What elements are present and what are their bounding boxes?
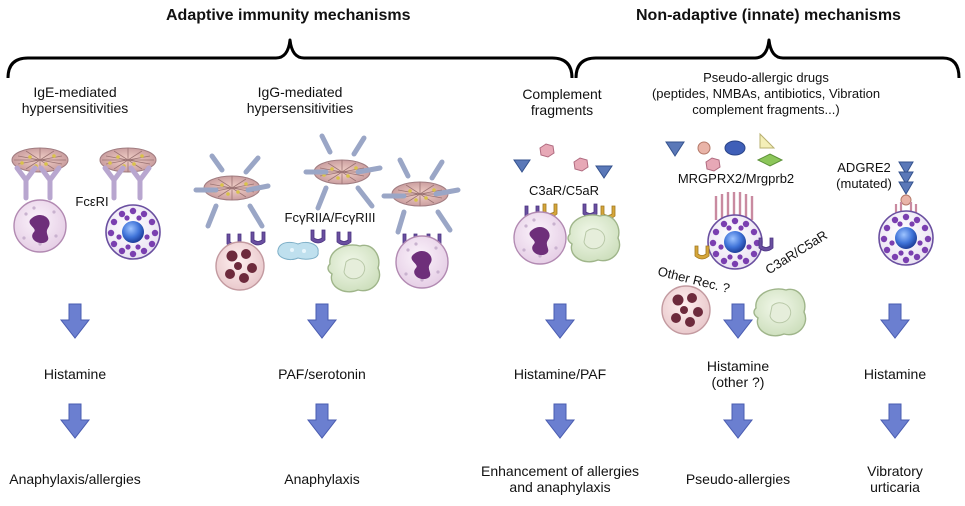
- arrow-pseudo-1: [723, 303, 753, 339]
- platelet: [277, 241, 319, 261]
- basophil-cell-2: [395, 235, 449, 289]
- pseudo-mediator: Histamine(other ?): [706, 358, 770, 390]
- mast-cell-2: [707, 214, 763, 270]
- basophil-cell-3: [513, 211, 567, 265]
- mast-cell-3: [878, 210, 934, 266]
- neutrophil-cell-2: [661, 285, 711, 335]
- igg-outcome: Anaphylaxis: [284, 471, 360, 487]
- pseudo-allergic-column-art: [661, 132, 807, 337]
- innate-brace: [574, 38, 961, 79]
- complement-mediator: Histamine/PAF: [513, 366, 607, 382]
- innate-header: Non-adaptive (innate) mechanisms: [636, 7, 901, 24]
- pseudo-outcome: Pseudo-allergies: [685, 471, 791, 487]
- mast-cell: [105, 204, 161, 260]
- ige-receptor-label: FcεRI: [75, 194, 109, 209]
- arrow-ige-1: [60, 303, 90, 339]
- arrow-igg-1: [307, 303, 337, 339]
- igg-mediator: PAF/serotonin: [278, 366, 366, 382]
- basophil-cell: [13, 199, 67, 253]
- adgre2-label: ADGRE2(mutated): [836, 160, 892, 191]
- adgre2-mediator: Histamine: [863, 366, 927, 382]
- arrow-ige-2: [60, 403, 90, 439]
- igg-column-art: [193, 133, 461, 293]
- macrophage-cell-2: [567, 214, 621, 263]
- pseudo-title: Pseudo-allergic drugs(peptides, NMBAs, a…: [651, 70, 881, 117]
- macrophage-cell-3: [753, 288, 807, 337]
- arrow-adgre2-2: [880, 403, 910, 439]
- mrgprx2-label: MRGPRX2/Mrgprb2: [677, 171, 795, 186]
- ige-outcome: Anaphylaxis/allergies: [9, 471, 141, 487]
- arrow-complement-2: [545, 403, 575, 439]
- arrow-igg-2: [307, 403, 337, 439]
- arrow-adgre2-1: [880, 303, 910, 339]
- adgre2-column-art: [878, 161, 934, 266]
- macrophage-cell: [327, 244, 381, 293]
- ige-mediator: Histamine: [43, 366, 107, 382]
- adaptive-header: Adaptive immunity mechanisms: [166, 7, 411, 24]
- igg-receptor-label: FcγRIIA/FcγRIII: [284, 210, 376, 225]
- arrow-complement-1: [545, 303, 575, 339]
- complement-column-art: [513, 143, 621, 265]
- neutrophil-cell: [215, 241, 265, 291]
- complement-receptor-label: C3aR/C5aR: [528, 183, 600, 198]
- arrow-pseudo-2: [723, 403, 753, 439]
- adaptive-brace: [6, 38, 574, 79]
